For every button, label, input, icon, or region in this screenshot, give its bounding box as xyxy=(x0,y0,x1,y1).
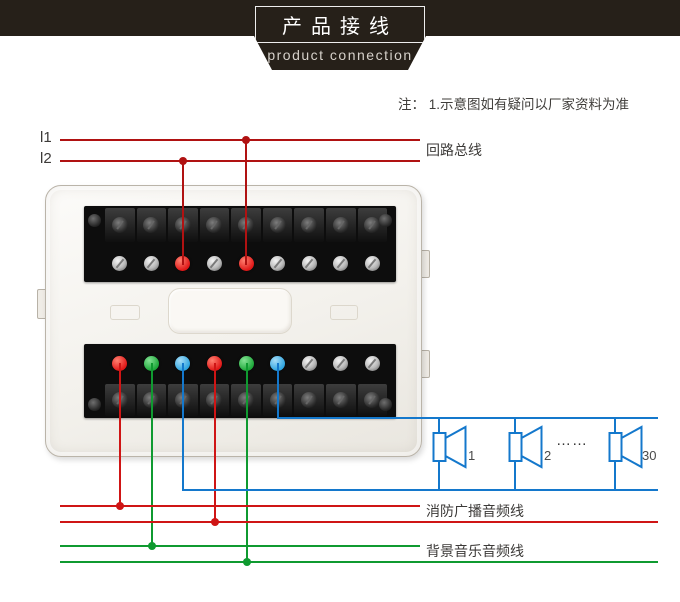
fire-audio-drop-wire-2 xyxy=(214,363,216,522)
screw-icon xyxy=(301,255,317,271)
speaker-stub-wire xyxy=(514,460,516,490)
bgm-audio-line-1 xyxy=(60,545,420,547)
speaker-bus-bottom xyxy=(182,489,658,491)
terminal-cell xyxy=(357,208,388,242)
speaker-stub-wire xyxy=(614,460,616,490)
top-terminal-strip xyxy=(84,206,396,282)
loop-drop-wire-1 xyxy=(245,139,247,265)
screw-icon xyxy=(364,255,380,271)
terminal-cell xyxy=(324,244,357,282)
screw-icon xyxy=(143,255,159,271)
screw-icon xyxy=(301,217,318,233)
top-strip-screw-row xyxy=(104,244,389,282)
screw-icon xyxy=(333,355,349,371)
note-text: 注： 1.示意图如有疑问以厂家资料为准 xyxy=(398,97,630,112)
screw-icon xyxy=(143,217,160,233)
terminal-cell xyxy=(293,344,325,382)
terminal-cell xyxy=(325,208,356,242)
bgm-audio-drop-wire-2 xyxy=(246,363,248,562)
mounting-screw-icon xyxy=(88,398,101,411)
speaker-bus-top xyxy=(277,417,658,419)
screw-icon xyxy=(301,355,317,371)
fire-audio-line-2 xyxy=(60,521,658,523)
junction-dot xyxy=(116,502,124,510)
page-subtitle: product connection xyxy=(267,47,413,63)
center-label-panel xyxy=(168,288,292,334)
loop-wire-l2 xyxy=(60,160,420,162)
junction-dot xyxy=(179,157,187,165)
terminal-cell xyxy=(199,208,230,242)
screw-icon xyxy=(301,392,318,408)
screw-icon xyxy=(332,392,349,408)
ellipsis-text: …… xyxy=(556,432,588,449)
mounting-screw-icon xyxy=(379,398,392,411)
terminal-cell xyxy=(356,344,389,382)
terminal-cell xyxy=(135,244,168,282)
bgm-audio-drop-wire-1 xyxy=(151,363,153,546)
speaker-bus-drop-wire-1 xyxy=(182,363,184,490)
speaker-bus-drop-wire-2 xyxy=(277,363,279,419)
terminal-cell xyxy=(198,244,231,282)
junction-dot xyxy=(148,542,156,550)
loop-wire-l1 xyxy=(60,139,420,141)
terminal-cell xyxy=(294,384,324,416)
line-l1-label: l1 xyxy=(40,129,52,146)
terminal-cell xyxy=(262,208,293,242)
screw-icon xyxy=(364,392,381,408)
terminal-cell xyxy=(356,244,389,282)
terminal-cell xyxy=(261,244,294,282)
junction-dot xyxy=(242,136,250,144)
bottom-terminal-strip xyxy=(84,344,396,418)
bgm-audio-line-2 xyxy=(60,561,658,563)
terminal-cell xyxy=(105,208,135,242)
speaker-icon xyxy=(432,424,468,475)
screw-icon xyxy=(269,217,286,233)
terminal-cell xyxy=(325,384,356,416)
junction-dot xyxy=(211,518,219,526)
fire-broadcast-label: 消防广播音频线 xyxy=(426,503,524,519)
embossed-mark xyxy=(330,305,358,320)
screw-icon xyxy=(332,217,349,233)
terminal-cell xyxy=(136,208,167,242)
fire-audio-line-1 xyxy=(60,505,420,507)
screw-icon xyxy=(206,217,223,233)
line-l2-label: l2 xyxy=(40,150,52,167)
background-music-label: 背景音乐音频线 xyxy=(426,543,524,559)
terminal-cell xyxy=(324,344,357,382)
speaker-number: 30 xyxy=(642,448,657,463)
mounting-screw-icon xyxy=(88,214,101,227)
speaker-number: 2 xyxy=(544,448,552,463)
embossed-mark xyxy=(110,305,140,320)
terminal-cell xyxy=(357,384,388,416)
screw-icon xyxy=(111,217,128,233)
loop-bus-label: 回路总线 xyxy=(426,142,482,158)
header-banner: 产品接线 product connection xyxy=(0,0,680,70)
speaker-stub-wire xyxy=(438,417,440,433)
screw-icon xyxy=(270,255,286,271)
terminal-cell xyxy=(294,208,324,242)
screw-icon xyxy=(112,255,128,271)
junction-dot xyxy=(243,558,251,566)
screw-icon xyxy=(364,217,381,233)
screw-icon xyxy=(333,255,349,271)
screw-icon xyxy=(206,255,222,271)
loop-drop-wire-2 xyxy=(182,160,184,265)
terminal-cell xyxy=(104,244,136,282)
speaker-stub-wire xyxy=(438,460,440,490)
mounting-screw-icon xyxy=(379,214,392,227)
speaker-stub-wire xyxy=(514,417,516,433)
page-title: 产品接线 xyxy=(255,6,425,43)
speaker-number: 1 xyxy=(468,448,476,463)
fire-audio-drop-wire-1 xyxy=(119,363,121,506)
screw-icon xyxy=(364,355,380,371)
speaker-stub-wire xyxy=(614,417,616,433)
terminal-cell xyxy=(293,244,325,282)
